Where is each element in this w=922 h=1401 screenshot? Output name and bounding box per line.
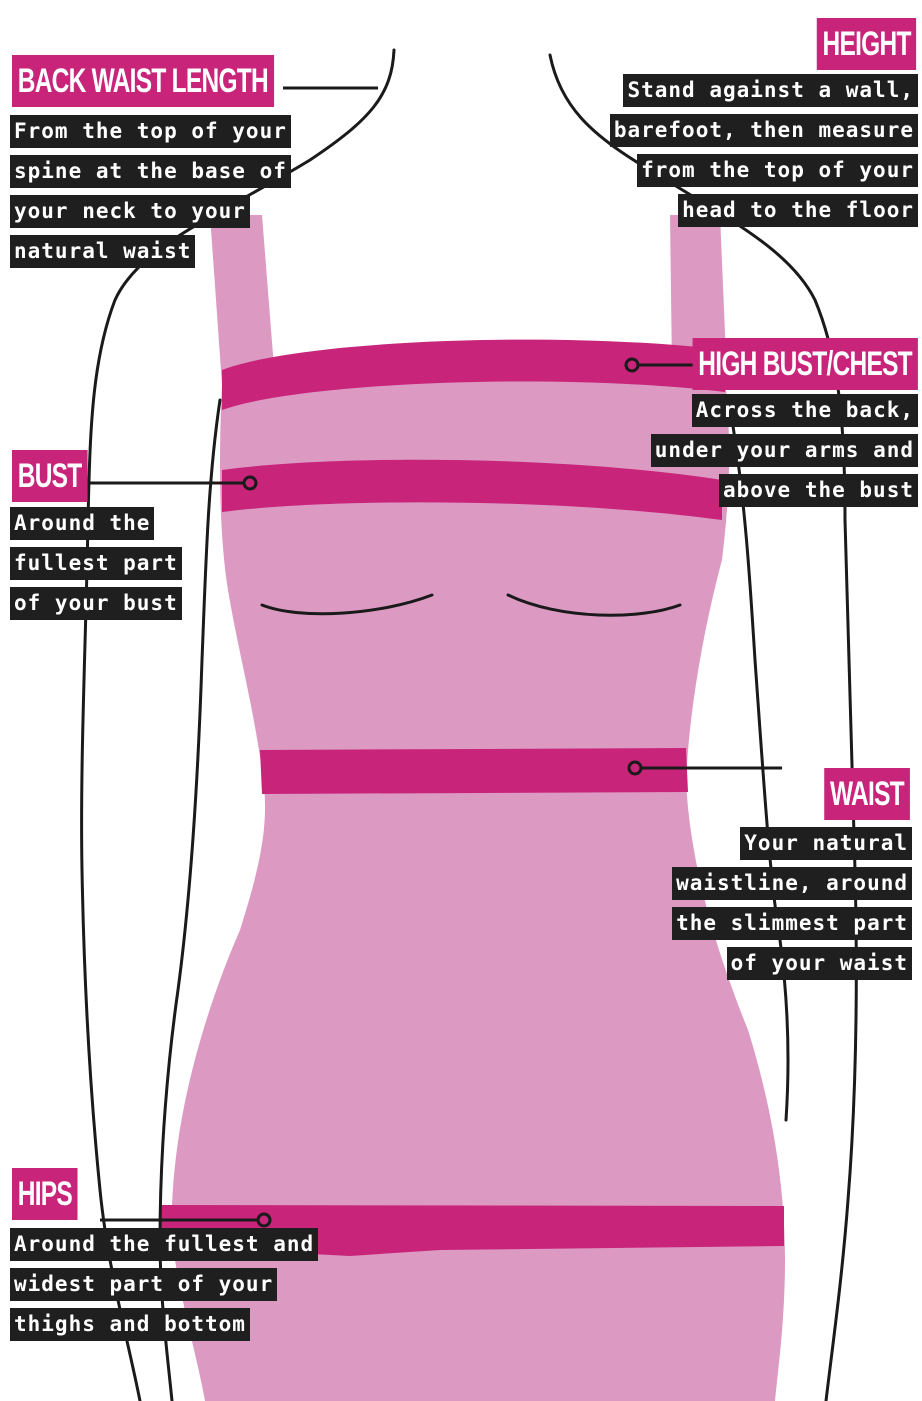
description-line: From the top of your — [10, 115, 291, 148]
description-line: thighs and bottom — [10, 1308, 250, 1341]
waist-description: Your natural waistline, around the slimm… — [672, 827, 912, 987]
height-title: HEIGHT — [816, 18, 916, 70]
description-line: Stand against a wall, — [623, 74, 918, 107]
description-line: barefoot, then measure — [610, 114, 918, 147]
bust-title: BUST — [12, 450, 87, 502]
waist-band — [260, 748, 688, 794]
description-line: waistline, around — [672, 867, 912, 900]
waist-title: WAIST — [825, 768, 910, 820]
description-line: widest part of your — [10, 1268, 277, 1301]
back-waist-length-description: From the top of your spine at the base o… — [10, 115, 291, 275]
hips-description: Around the fullest and widest part of yo… — [10, 1228, 318, 1348]
high-bust-chest-description: Across the back, under your arms and abo… — [651, 394, 918, 514]
description-line: your neck to your — [10, 195, 250, 228]
description-line: Around the fullest and — [10, 1228, 318, 1261]
description-line: spine at the base of — [10, 155, 291, 188]
description-line: under your arms and — [651, 434, 918, 467]
high-bust-chest-title: HIGH BUST/CHEST — [693, 338, 918, 390]
description-line: of your bust — [10, 587, 182, 620]
height-description: Stand against a wall, barefoot, then mea… — [610, 74, 918, 234]
description-line: above the bust — [719, 474, 918, 507]
bust-description: Around the fullest part of your bust — [10, 507, 182, 627]
description-line: Around the — [10, 507, 154, 540]
description-line: from the top of your — [637, 154, 918, 187]
description-line: the slimmest part — [672, 907, 912, 940]
hips-title: HIPS — [12, 1168, 78, 1220]
description-line: head to the floor — [678, 194, 918, 227]
back-waist-length-title: BACK WAIST LENGTH — [12, 55, 274, 107]
description-line: of your waist — [727, 947, 912, 980]
description-line: natural waist — [10, 235, 195, 268]
description-line: fullest part — [10, 547, 182, 580]
description-line: Across the back, — [692, 394, 918, 427]
description-line: Your natural — [740, 827, 912, 860]
